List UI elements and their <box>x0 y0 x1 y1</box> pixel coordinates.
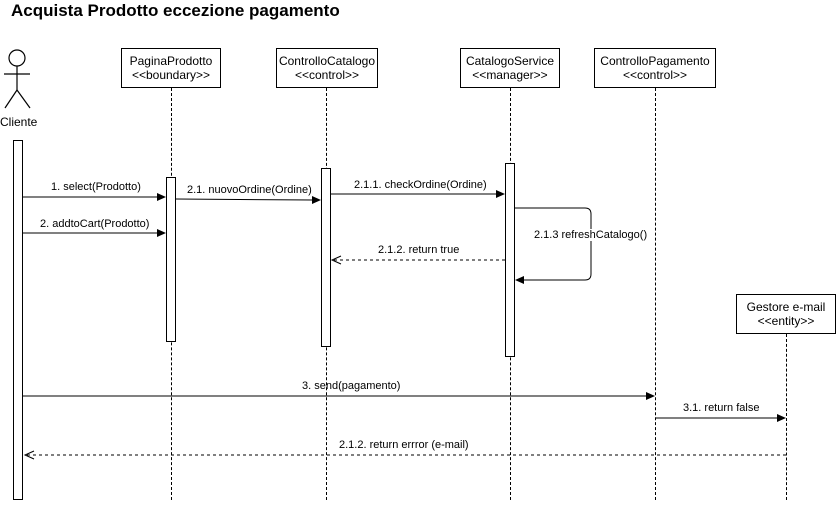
participant-gestore-email: Gestore e-mail <<entity>> <box>736 294 836 334</box>
actor-label: Cliente <box>0 115 38 129</box>
message-label-return-true: 2.1.2. return true <box>378 244 460 256</box>
arrowhead-icon <box>646 392 655 400</box>
participant-controllo-pagamento: ControlloPagamento <<control>> <box>594 48 716 88</box>
arrowhead-icon <box>312 196 321 204</box>
message-label-return-error: 2.1.2. return errror (e-mail) <box>339 439 469 451</box>
message-label-return-false: 3.1. return false <box>683 402 760 414</box>
participant-stereotype: <<entity>> <box>757 314 815 328</box>
message-label-send-pagamento: 3. send(pagamento) <box>302 380 401 392</box>
message-label-nuovoordine: 2.1. nuovoOrdine(Ordine) <box>187 184 312 196</box>
open-arrowhead-icon <box>23 450 35 460</box>
participant-stereotype: <<manager>> <box>472 68 548 82</box>
participant-name: PaginaProdotto <box>129 54 213 68</box>
arrowhead-icon <box>157 229 166 237</box>
message-label-refreshcatalogo: 2.1.3 refreshCatalogo() <box>534 229 648 241</box>
diagram-title: Acquista Prodotto eccezione pagamento <box>11 1 340 20</box>
participant-name: Gestore e-mail <box>746 300 826 314</box>
participant-controllo-catalogo: ControlloCatalogo <<control>> <box>276 48 378 88</box>
participant-stereotype: <<control>> <box>622 68 688 82</box>
lifeline-controllo-pagamento <box>655 88 656 500</box>
participant-name: ControlloCatalogo <box>278 54 376 68</box>
participant-stereotype: <<boundary>> <box>131 68 211 82</box>
activation-pagina-prodotto <box>166 177 176 342</box>
lifeline-gestore-email <box>786 334 787 500</box>
open-arrowhead-icon <box>330 255 342 265</box>
activation-cliente <box>13 140 23 500</box>
actor-stick-figure-icon <box>4 49 31 109</box>
activation-controllo-catalogo <box>321 168 331 347</box>
participant-pagina-prodotto: PaginaProdotto <<boundary>> <box>121 48 221 88</box>
message-label-addtocart: 2. addtoCart(Prodotto) <box>40 218 150 230</box>
arrowhead-icon <box>496 190 505 198</box>
participant-name: CatalogoService <box>465 54 555 68</box>
activation-catalogo-service <box>505 163 515 357</box>
message-label-select: 1. select(Prodotto) <box>51 181 141 193</box>
arrowhead-icon <box>515 276 524 284</box>
message-arrow-nuovoordine <box>175 198 314 201</box>
participant-name: ControlloPagamento <box>600 54 710 68</box>
arrowhead-icon <box>777 414 786 422</box>
participant-catalogo-service: CatalogoService <<manager>> <box>460 48 560 88</box>
message-arrow-refreshcatalogo <box>515 207 592 281</box>
message-label-checkordine: 2.1.1. checkOrdine(Ordine) <box>354 179 487 191</box>
arrowhead-icon <box>157 193 166 201</box>
participant-stereotype: <<control>> <box>294 68 360 82</box>
